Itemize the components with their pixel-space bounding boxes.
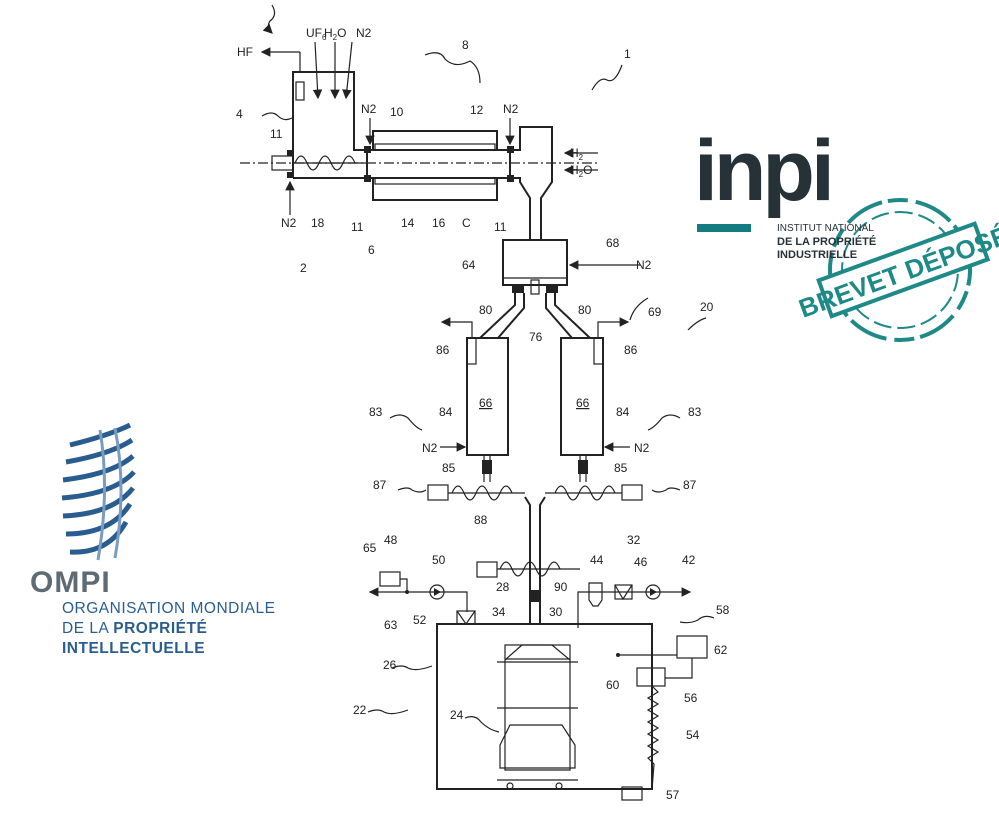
- label-ref: 50: [432, 553, 446, 567]
- label-ref: 88: [474, 513, 488, 527]
- label-n2: N2: [356, 26, 372, 40]
- label-ref: 28: [496, 580, 510, 594]
- label-ref: 54: [686, 728, 700, 742]
- label-ref: 86: [624, 343, 638, 357]
- label-ref: 4: [236, 107, 243, 121]
- label-h2o: H2O: [570, 163, 592, 179]
- label-ref: 66: [576, 396, 590, 410]
- label-ref: 84: [439, 405, 453, 419]
- reference-labels: HF UF6 H2O N2 8 1 4 11 N2 10 12 N2 H2 H2…: [236, 26, 730, 802]
- label-ref: 76: [529, 330, 543, 344]
- label-uf6: UF6: [306, 26, 327, 42]
- label-ref: 11: [494, 220, 507, 234]
- label-ref: 64: [462, 258, 476, 272]
- label-ref: C: [462, 216, 471, 230]
- ompi-line3: INTELLECTUELLE: [62, 640, 206, 657]
- label-ref: 26: [383, 658, 397, 672]
- label-ref: 66: [479, 396, 493, 410]
- label-ref: 56: [684, 691, 698, 705]
- label-n2: N2: [636, 258, 652, 272]
- label-ref: 48: [384, 533, 398, 547]
- ompi-line2b: PROPRIÉTÉ: [113, 620, 208, 637]
- label-ref: 52: [413, 613, 427, 627]
- label-ref: 83: [688, 405, 702, 419]
- inpi-bar: [697, 224, 751, 232]
- label-ref: 57: [666, 788, 680, 802]
- ompi-globe-icon: [61, 422, 136, 561]
- label-ref: 58: [716, 603, 730, 617]
- label-ref: 11: [270, 127, 283, 141]
- inpi-logo: inpi: [694, 123, 835, 219]
- label-ref: 87: [373, 478, 387, 492]
- label-ref: 1: [624, 47, 631, 61]
- label-ref: 12: [470, 103, 484, 117]
- label-n2: N2: [361, 102, 377, 116]
- label-ref: 86: [436, 343, 450, 357]
- label-ref: 84: [616, 405, 630, 419]
- label-h2o-top: H2O: [324, 26, 346, 42]
- label-ref: 65: [363, 541, 377, 555]
- label-ref: 60: [606, 678, 620, 692]
- label-ref: 63: [384, 618, 398, 632]
- label-ref: 2: [300, 261, 307, 275]
- label-ref: 6: [368, 243, 375, 257]
- label-ref: 22: [353, 703, 367, 717]
- label-n2: N2: [281, 216, 297, 230]
- label-ref: 85: [614, 461, 628, 475]
- label-ref: 20: [700, 300, 714, 314]
- diagram-lines: [240, 4, 715, 801]
- label-ref: 80: [578, 303, 592, 317]
- label-ref: 10: [390, 105, 404, 119]
- label-ref: 32: [627, 533, 641, 547]
- label-ref: 62: [714, 643, 728, 657]
- inpi-line3: INDUSTRIELLE: [777, 249, 858, 261]
- label-h2: H2: [570, 146, 584, 162]
- label-ref: 69: [648, 305, 662, 319]
- label-ref: 16: [432, 216, 446, 230]
- inpi-line2: DE LA PROPRIÉTÉ: [777, 236, 877, 248]
- label-ref: 46: [634, 555, 648, 569]
- label-ref: 14: [401, 216, 415, 230]
- ompi-acronym: OMPI: [30, 566, 111, 599]
- label-ref: 83: [369, 405, 383, 419]
- label-ref: 8: [462, 38, 469, 52]
- label-ref: 11: [351, 220, 364, 234]
- label-ref: 87: [683, 478, 697, 492]
- inpi-line1: INSTITUT NATIONAL: [777, 223, 874, 234]
- label-ref: 68: [606, 236, 620, 250]
- label-ref: 42: [682, 553, 696, 567]
- label-n2: N2: [422, 441, 438, 455]
- label-ref: 90: [554, 580, 568, 594]
- label-ref: 85: [442, 461, 456, 475]
- label-n2: N2: [503, 102, 519, 116]
- ompi-line2a: DE LA: [62, 620, 114, 637]
- label-ref: 24: [450, 708, 464, 722]
- ompi-line2: DE LA PROPRIÉTÉ: [62, 620, 207, 638]
- ompi-line1: ORGANISATION MONDIALE: [62, 600, 276, 617]
- label-n2: N2: [634, 441, 650, 455]
- label-ref: 44: [590, 553, 604, 567]
- label-hf: HF: [237, 45, 253, 59]
- label-ref: 30: [549, 605, 563, 619]
- label-ref: 34: [492, 605, 506, 619]
- label-ref: 80: [479, 303, 493, 317]
- label-ref: 18: [311, 216, 325, 230]
